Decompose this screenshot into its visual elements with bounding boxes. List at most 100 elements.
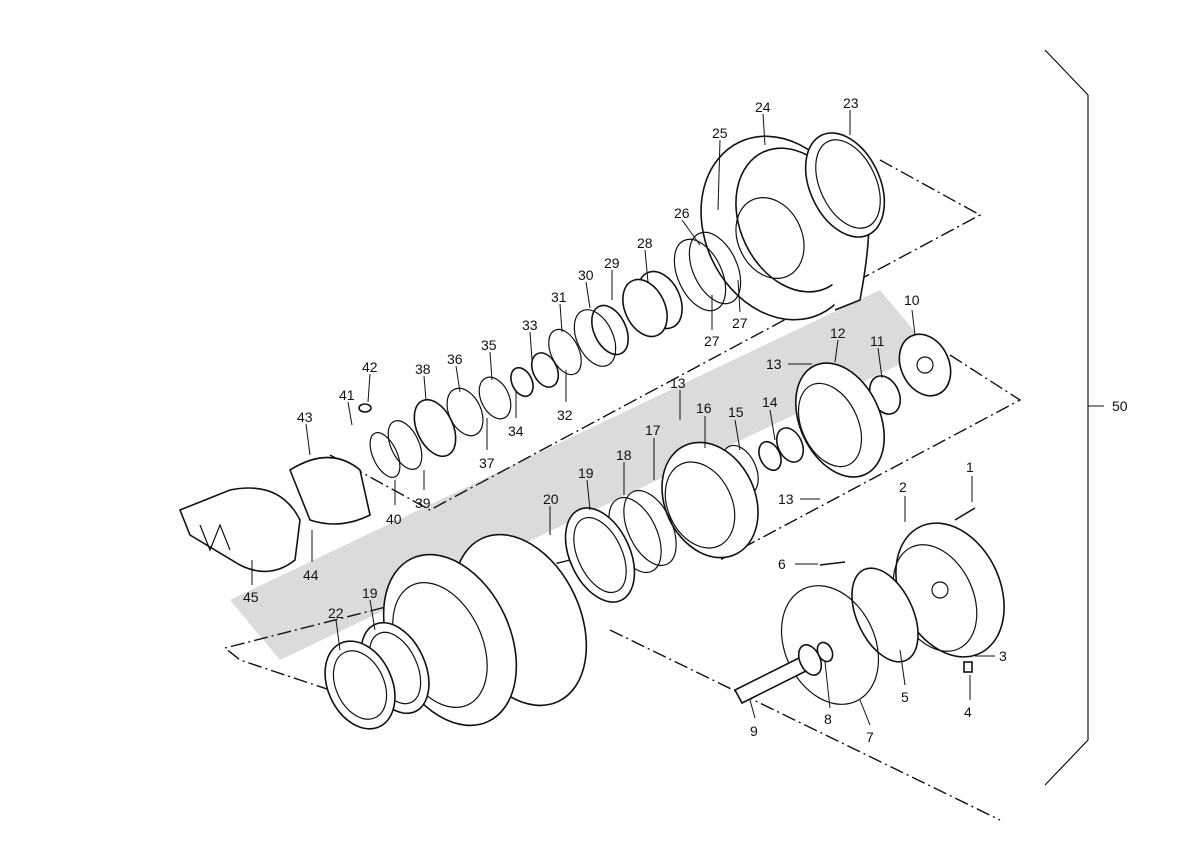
callout-number: 8 [824,711,832,727]
callout-38: 38 [415,361,431,401]
callout-19a: 19 [578,465,594,511]
callout-8: 8 [824,661,832,727]
callout-number: 3 [999,648,1007,664]
callout-number: 30 [578,267,594,283]
bolts [819,507,976,673]
callout-40: 40 [386,480,402,527]
callout-43: 43 [297,409,313,456]
callout-number: 19 [578,465,594,481]
callout-number: 36 [447,351,463,367]
callout-number: 31 [551,289,567,305]
gear-shaft-33 [510,352,560,398]
callout-23: 23 [843,95,859,135]
callout-number: 11 [870,333,885,349]
bearing-28 [622,270,683,338]
callout-number: 18 [616,447,632,463]
callout-number: 13 [778,491,794,507]
callout-number: 32 [557,407,573,423]
callout-13b: 13 [670,375,686,420]
callout-number: 6 [778,556,786,572]
callout-14: 14 [762,394,778,441]
callout-37: 37 [479,418,495,471]
callout-number: 33 [522,317,538,333]
callout-number: 1 [966,459,974,475]
callout-number: 44 [303,567,319,583]
callout-31: 31 [551,289,567,333]
callout-number: 41 [339,387,355,403]
callout-50: 50 [1112,398,1128,414]
caliper-45 [178,487,301,573]
callout-number: 27 [732,315,748,331]
callout-13a: 13 [766,356,812,372]
callout-42: 42 [362,359,378,403]
callout-20: 20 [543,491,559,535]
callout-number: 12 [830,325,846,341]
callout-number: 39 [415,495,431,511]
callout-39: 39 [415,470,431,511]
callout-35: 35 [481,337,497,381]
callout-12: 12 [830,325,846,363]
callout-3: 3 [975,648,1007,664]
callout-number: 37 [479,455,495,471]
callout-34: 34 [508,392,524,439]
drive-shaft-9 [733,641,834,705]
callout-number: 45 [243,589,259,605]
callout-number: 34 [508,423,524,439]
rings-39-41 [358,403,423,478]
callout-11: 11 [870,333,885,379]
callout-number: 23 [843,95,859,111]
callout-number: 24 [755,99,771,115]
callout-number: 16 [696,400,712,416]
callout-number: 13 [670,375,686,391]
callout-41: 41 [339,387,355,426]
callout-45: 45 [243,560,259,605]
callout-number: 35 [481,337,497,353]
callout-16: 16 [696,400,712,448]
callout-number: 40 [386,511,402,527]
assembly-outline-top [329,159,982,511]
rings-26-27 [673,231,742,312]
callout-number: 19 [362,585,378,601]
callout-29: 29 [604,255,620,300]
callout-30: 30 [578,267,594,309]
callout-number: 22 [328,605,344,621]
callout-number: 7 [866,729,874,745]
callout-13c: 13 [778,491,820,507]
callout-7: 7 [859,699,874,745]
callout-number: 17 [645,422,661,438]
washers-35-38 [413,376,512,458]
bearing-19-upper [564,507,636,603]
callout-number: 4 [964,704,972,720]
callout-36: 36 [447,351,463,393]
housing-43 [289,456,371,525]
callout-number: 9 [750,723,758,739]
callout-27a: 27 [704,295,720,349]
callout-number: 28 [637,235,653,251]
seal-parts-29-31 [548,304,629,376]
callout-number: 13 [766,356,782,372]
callout-number: 10 [904,292,920,308]
callout-18: 18 [616,447,632,495]
callout-19b: 19 [362,585,378,631]
callout-number: 26 [674,205,690,221]
callout-number: 5 [901,689,909,705]
callout-4: 4 [964,675,972,720]
callout-24: 24 [755,99,771,146]
callout-26: 26 [674,205,701,246]
callout-2: 2 [899,479,907,522]
callout-25: 25 [712,125,728,211]
gear-ring-5 [851,567,919,663]
callout-number: 2 [899,479,907,495]
callout-number: 29 [604,255,620,271]
callout-17: 17 [645,422,661,480]
callout-27b: 27 [732,279,748,331]
callout-number: 50 [1112,398,1128,414]
callout-28: 28 [637,235,653,283]
callout-33: 33 [522,317,538,361]
callout-22: 22 [328,605,344,651]
callout-labels: 1 2 3 4 5 6 7 8 9 10 11 12 13 13 13 [243,95,1128,745]
callout-number: 42 [362,359,378,375]
callout-number: 14 [762,394,778,410]
callout-5: 5 [899,649,909,705]
